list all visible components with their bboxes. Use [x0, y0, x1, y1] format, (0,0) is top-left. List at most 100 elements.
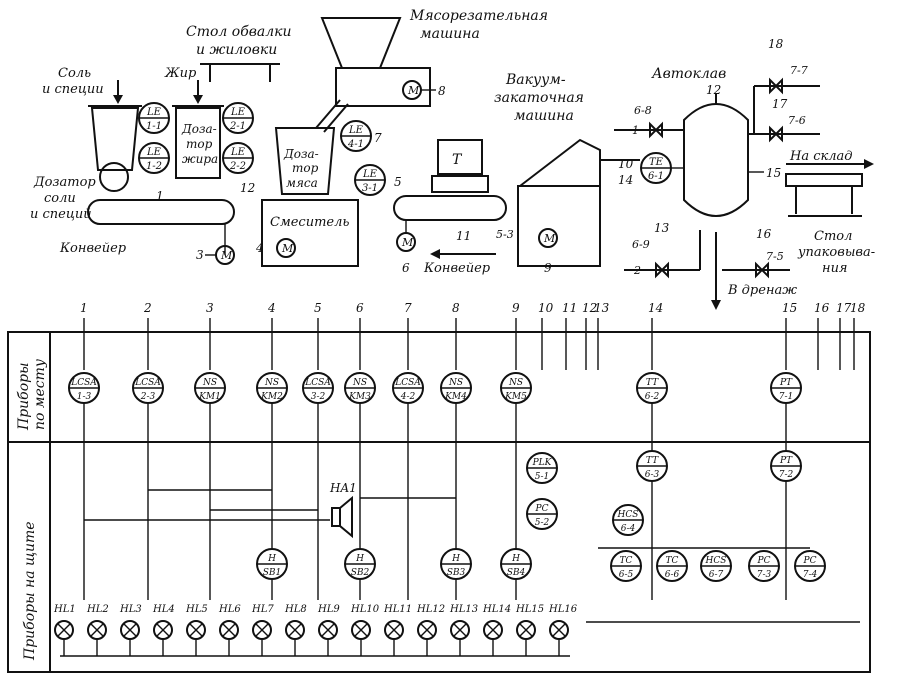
- local-pt-7-1: PT7-1: [770, 372, 802, 404]
- lamp-hl3: HL3: [119, 604, 142, 656]
- lamp-hl10: HL10: [350, 604, 380, 656]
- mixer-body: [261, 199, 359, 267]
- doser-salt-label-2: соли: [44, 191, 76, 206]
- callout-5: 5: [394, 175, 402, 189]
- le-1-2-bottom: 1-2: [146, 161, 162, 172]
- le-1-2-top: LE: [146, 147, 162, 158]
- local-lcsa-4-2-bottom: 4-2: [400, 392, 416, 402]
- doser-fat-label-2: тор: [186, 137, 213, 151]
- local-lcsa-1-3-bottom: 1-3: [77, 392, 92, 402]
- panel-pc-7-3-top: PC: [757, 556, 771, 566]
- callout-12b: 12: [706, 83, 721, 97]
- grinder-label: Мясорезательная: [409, 8, 548, 24]
- salt-feed-arrowhead: [113, 95, 123, 104]
- local-ns-km4-top: NS: [448, 378, 463, 388]
- motor-4-label: M: [281, 242, 294, 255]
- grinder-chute: [315, 99, 341, 129]
- callout-12: 12: [240, 181, 255, 195]
- panel-pt-7-2-top: PT: [779, 456, 793, 466]
- lamp-hl13: HL13: [449, 604, 478, 656]
- local-ns-km1-bottom: KM1: [198, 392, 221, 402]
- panel-h-sb4-top: H: [511, 554, 520, 564]
- local-ns-km5-top: NS: [508, 378, 523, 388]
- lamp-hl9: HL9: [317, 604, 340, 656]
- valve-7-6: 7-6: [788, 114, 806, 127]
- panel-tt-6-3-top: TT: [646, 456, 659, 466]
- local-tt-6-2-top: TT: [646, 378, 659, 388]
- lamp-label-hl8: HL8: [284, 604, 307, 615]
- line-number-3: 3: [206, 301, 214, 315]
- le-2-2-bubble: LE 2-2: [222, 142, 254, 174]
- line-number-6: 6: [356, 301, 364, 315]
- autoclave-label: Автоклав: [651, 66, 726, 82]
- local-pt-7-1-top: PT: [779, 378, 793, 388]
- callout-10: 10: [618, 157, 634, 171]
- le-3-1-top: LE: [362, 169, 378, 180]
- inlet-2: 2: [633, 264, 641, 277]
- le-1-1-bottom: 1-1: [146, 121, 162, 132]
- doser-meat-label: Доза-: [283, 147, 319, 161]
- valve-7-6-body: [769, 125, 783, 143]
- motor-6-label: M: [401, 236, 414, 249]
- lamp-hl12: HL12: [416, 604, 445, 656]
- lamp-cross-b-hl5: [189, 623, 203, 637]
- local-tt-6-2-bottom: 6-2: [645, 392, 660, 402]
- salt-label-2: и специи: [42, 82, 104, 97]
- local-ns-km2-top: NS: [264, 378, 279, 388]
- lamp-label-hl2: HL2: [86, 604, 109, 615]
- panel-h-sb1-bottom: SB1: [263, 568, 282, 578]
- line-number-14: 14: [648, 301, 663, 315]
- panel-pt-7-2: PT7-2: [770, 450, 802, 482]
- lamp-cross-b-hl4: [156, 623, 170, 637]
- callout-16: 16: [756, 227, 772, 241]
- panel-pc-7-3-bottom: 7-3: [757, 570, 772, 580]
- callout-11: 11: [456, 229, 471, 243]
- valve-7-5-body: [755, 261, 769, 279]
- lamp-label-hl14: HL14: [482, 604, 511, 615]
- inlet-1: 1: [632, 124, 639, 137]
- callout-3: 3: [196, 248, 204, 262]
- motor-3-label: M: [220, 249, 233, 262]
- lamp-cross-b-hl9: [321, 623, 335, 637]
- local-lcsa-3-2-top: LCSA: [304, 378, 331, 388]
- conveyor-2: [393, 195, 507, 221]
- panel-plk-5-1-bottom: 5-1: [535, 472, 550, 482]
- lamp-label-hl5: HL5: [185, 604, 208, 615]
- lamp-cross-b-hl3: [123, 623, 137, 637]
- callout-15: 15: [766, 166, 781, 180]
- lamp-cross-b-hl13: [453, 623, 467, 637]
- line-number-12: 12: [582, 301, 597, 315]
- panel-hcs-6-7-top: HCS: [705, 556, 727, 566]
- valve-7-5: 7-5: [766, 250, 784, 263]
- mixer-label: Смеситель: [270, 215, 349, 230]
- pack-table-label-2: упаковыва-: [797, 245, 875, 260]
- motor-4: [276, 238, 296, 258]
- vacuum-label-3: машина: [514, 108, 574, 124]
- panel-pc-5-2-bottom: 5-2: [535, 518, 550, 528]
- lamp-cross-b-hl11: [387, 623, 401, 637]
- valve-6-8: 6-8: [634, 104, 652, 117]
- valve-7-7-body: [769, 77, 783, 95]
- panel-h-sb3-bottom: SB3: [447, 568, 466, 578]
- conveyor-label: Конвейер: [59, 241, 127, 256]
- packing-table-top: [785, 173, 863, 187]
- le-1-1-bubble: LE 1-1: [138, 102, 170, 134]
- line-number-15: 15: [782, 301, 797, 315]
- valve-6-9: 6-9: [632, 238, 650, 251]
- panel-hcs-6-4-bottom: 6-4: [621, 524, 636, 534]
- horn-bell: [339, 495, 353, 539]
- local-tt-6-2: TT 6-2: [636, 372, 668, 404]
- grinder-label-2: машина: [420, 26, 480, 42]
- fat-feed-arrowhead: [193, 95, 203, 104]
- te-6-1-bottom: 6-1: [648, 171, 664, 182]
- le-2-1-bottom: 2-1: [229, 121, 246, 132]
- lamp-label-hl4: HL4: [152, 604, 175, 615]
- line-number-11: 11: [562, 301, 577, 315]
